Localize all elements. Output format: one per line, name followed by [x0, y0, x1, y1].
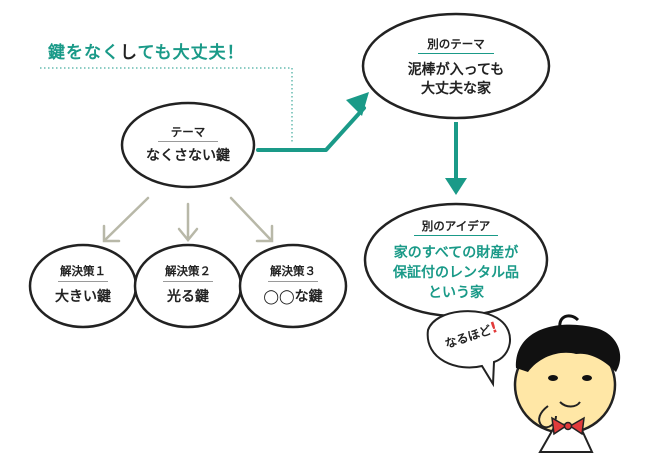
other-theme-label: 別のテーマ: [427, 37, 485, 51]
solution-2-text: 光る鍵: [167, 289, 209, 305]
other-idea-line-2: 保証付のレンタル品: [393, 265, 519, 281]
solution-1-text: 大きい鍵: [55, 289, 111, 305]
theme-label: テーマ: [170, 125, 206, 139]
other-theme-underline: [418, 53, 494, 54]
teal-arrowhead-down: [445, 178, 467, 195]
solution-3-text: ◯◯な鍵: [263, 289, 323, 305]
headline-part-2: し: [120, 43, 138, 63]
other-theme-node-shape: [361, 12, 551, 120]
headline: 鍵をなくしても大丈夫！: [48, 38, 245, 63]
headline-part-3: ても大丈夫！: [137, 43, 245, 63]
speech-bubble-shape: [426, 310, 511, 388]
solution-node-3-shape: [238, 243, 348, 329]
theme-node-shape: [120, 101, 256, 189]
solution-node-2-shape: [133, 243, 243, 329]
solution-2-label: 解決策２: [165, 264, 211, 278]
other-theme-line-1: 泥棒が入っても: [407, 62, 505, 78]
solution-node-1-shape: [28, 243, 138, 329]
teal-arrow-right: [256, 106, 366, 152]
other-idea-line-1: 家のすべての財産が: [393, 245, 519, 261]
other-idea-line-3: という家: [428, 285, 484, 301]
solution-3-underline: [268, 281, 318, 282]
other-idea-underline: [414, 235, 498, 236]
gray-arrows: [102, 196, 274, 243]
theme-underline: [158, 141, 218, 142]
other-theme-line-2: 大丈夫な家: [421, 81, 491, 97]
solution-1-label: 解決策１: [60, 264, 106, 278]
theme-text: なくさない鍵: [146, 148, 230, 164]
other-idea-label: 別のアイデア: [421, 219, 491, 233]
solution-1-underline: [58, 281, 108, 282]
character-illustration: [513, 314, 621, 453]
headline-part-1: 鍵をなく: [48, 43, 120, 63]
solution-3-label: 解決策３: [270, 264, 316, 278]
teal-arrowhead-right: [346, 92, 369, 116]
solution-2-underline: [163, 281, 213, 282]
dotted-connector: [40, 67, 293, 143]
